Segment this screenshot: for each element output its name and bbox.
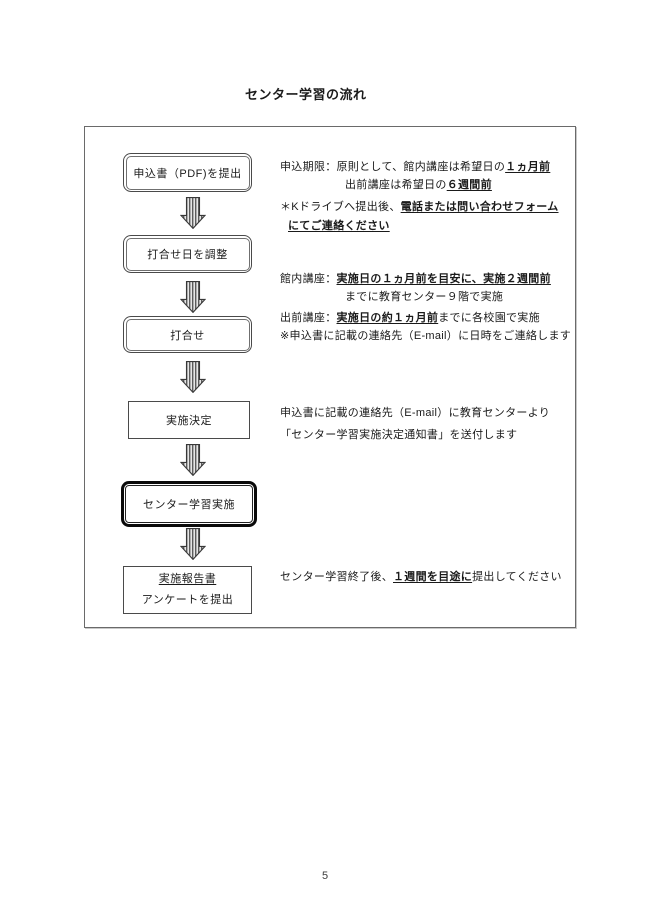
flow-box-submit-application: 申込書（PDF)を提出	[123, 153, 252, 192]
flow-box-meeting: 打合せ	[123, 316, 252, 353]
down-arrow-icon	[180, 281, 206, 313]
flow-box-label-line: 実施報告書	[158, 573, 217, 585]
flow-box-center-learning: センター学習実施	[121, 481, 257, 527]
flowchart-frame	[84, 126, 576, 628]
note-line: までに教育センター９階で実施	[345, 291, 504, 303]
flow-box-report-survey: 実施報告書 アンケートを提出	[123, 566, 252, 614]
note-line: 申込期限：原則として、館内講座は希望日の１ヵ月前	[280, 161, 551, 173]
page-title: センター学習の流れ	[245, 87, 367, 102]
flow-box-label: 実施決定	[166, 415, 212, 427]
flow-box-label: センター学習実施	[143, 499, 235, 511]
note-line: ＊Kドライブへ提出後、電話または問い合わせフォーム	[280, 201, 559, 213]
flow-box-label-line: アンケートを提出	[141, 594, 234, 606]
flow-box-schedule-meeting: 打合せ日を調整	[123, 235, 252, 273]
note-line: ※申込書に記載の連絡先（E-mail）に日時をご連絡します	[280, 330, 572, 342]
down-arrow-icon	[180, 361, 206, 393]
note-line: 申込書に記載の連絡先（E-mail）に教育センターより	[280, 407, 551, 419]
note-line: 出前講座：実施日の約１ヵ月前までに各校園で実施	[280, 312, 540, 324]
down-arrow-icon	[180, 197, 206, 229]
note-line: にてご連絡ください	[288, 220, 390, 232]
note-line: 館内講座：実施日の１ヵ月前を目安に、実施２週間前	[280, 273, 551, 285]
flow-box-label: 打合せ日を調整	[147, 249, 228, 261]
note-line: 「センター学習実施決定通知書」を送付します	[280, 429, 518, 441]
flow-box-label: 申込書（PDF)を提出	[133, 167, 242, 180]
down-arrow-icon	[180, 444, 206, 476]
page-number: 5	[321, 870, 329, 882]
note-line: 出前講座は希望日の６週間前	[345, 179, 492, 191]
flow-box-decision: 実施決定	[128, 401, 250, 439]
flow-box-label: 打合せ	[170, 329, 205, 342]
down-arrow-icon	[180, 528, 206, 560]
note-line: センター学習終了後、１週間を目途に提出してください	[280, 571, 562, 583]
